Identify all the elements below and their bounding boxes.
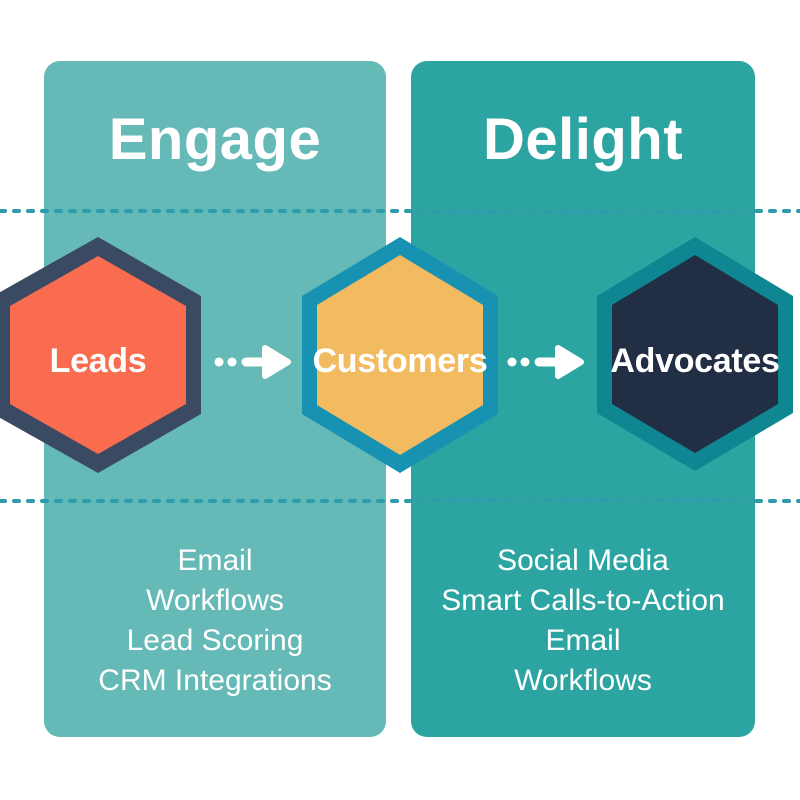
arrow-head bbox=[555, 345, 584, 379]
leads-to-customers-arrow-icon bbox=[214, 345, 291, 379]
customers-to-advocates-arrow-icon bbox=[507, 345, 584, 379]
customers-hexagon-label: Customers bbox=[312, 342, 488, 380]
stage-title-delight: Delight bbox=[482, 107, 684, 172]
list-item: Social Media bbox=[497, 544, 669, 577]
delight-items-list: Social Media Smart Calls-to-Action Email… bbox=[411, 541, 755, 701]
list-item: Email bbox=[177, 544, 253, 577]
delight-panel bbox=[411, 61, 755, 737]
arrow-head bbox=[262, 345, 291, 379]
engage-panel bbox=[44, 61, 386, 737]
leads-hexagon-label: Leads bbox=[49, 342, 147, 380]
list-item: Lead Scoring bbox=[126, 624, 304, 657]
advocates-hexagon-label: Advocates bbox=[610, 342, 780, 380]
engage-items-list: Email Workflows Lead Scoring CRM Integra… bbox=[44, 541, 386, 701]
customers-hexagon-fill bbox=[317, 255, 483, 455]
list-item: Smart Calls-to-Action bbox=[441, 584, 725, 617]
arrow-dot bbox=[507, 357, 517, 367]
arrow-dot bbox=[214, 357, 224, 367]
list-item: Workflows bbox=[514, 664, 652, 697]
list-item: CRM Integrations bbox=[98, 664, 332, 697]
arrow-dot bbox=[520, 357, 530, 367]
leads-hexagon-fill bbox=[10, 256, 186, 454]
advocates-hexagon-fill bbox=[612, 255, 778, 453]
list-item: Workflows bbox=[146, 584, 284, 617]
arrow-dot bbox=[227, 357, 237, 367]
stage-title-engage: Engage bbox=[108, 107, 322, 172]
list-item: Email bbox=[545, 624, 621, 657]
